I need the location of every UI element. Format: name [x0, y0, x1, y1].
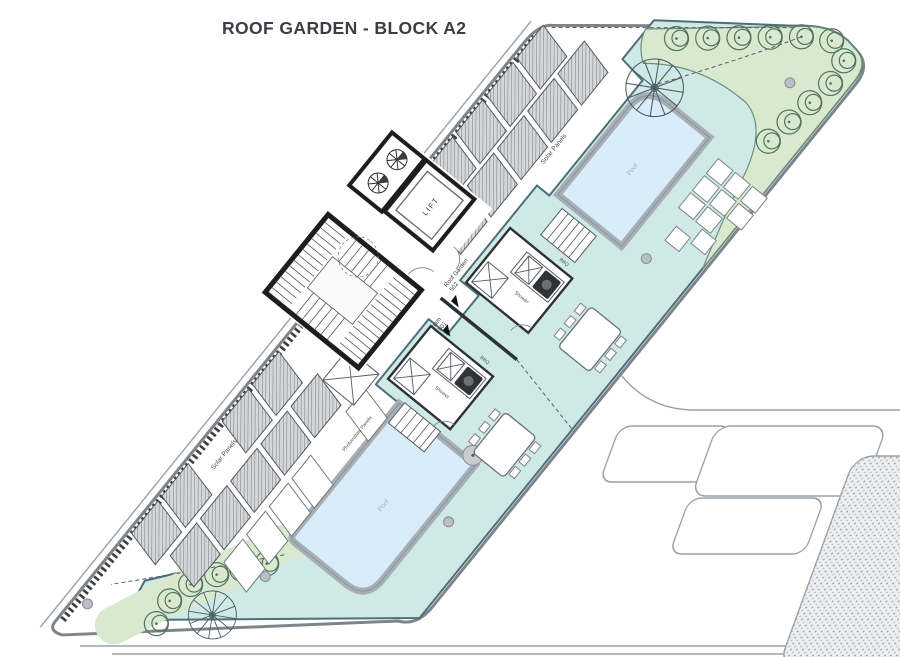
sun-loungers: [664, 157, 768, 256]
adjacent-roofs: [602, 425, 900, 657]
unit-divider-wall: [439, 296, 518, 362]
core-block: LIFT: [259, 128, 493, 374]
photovoltaic-panels: [223, 387, 388, 593]
site-context: [80, 375, 900, 657]
page-title: ROOF GARDEN - BLOCK A2: [222, 18, 466, 38]
solar-panels-lower: [130, 350, 342, 588]
shower-bbq-room-501: Shower BBQ: [386, 324, 495, 431]
pool-502-steps: [539, 207, 597, 264]
dining-table-501: [462, 408, 542, 480]
block-a2-roof-plan: Pool Pool: [39, 19, 866, 650]
bbq-502-label: BBQ: [558, 257, 570, 268]
pool-502: Pool: [539, 92, 715, 264]
pool-501: Pool: [288, 398, 481, 595]
pool-501-steps: [387, 402, 442, 453]
shower-bbq-room-502: Shower BBQ: [464, 226, 574, 335]
bbq-501-label: BBQ: [478, 355, 490, 366]
roof-drains: [81, 77, 796, 610]
door-marker-502: [450, 294, 459, 308]
gravel-roof-area: [783, 455, 900, 657]
door-marker-501: [442, 324, 451, 337]
setback-dashed-lines: [110, 27, 802, 585]
main-staircase: [261, 211, 425, 372]
dining-table-502: [553, 302, 628, 374]
lift: LIFT: [381, 157, 478, 254]
